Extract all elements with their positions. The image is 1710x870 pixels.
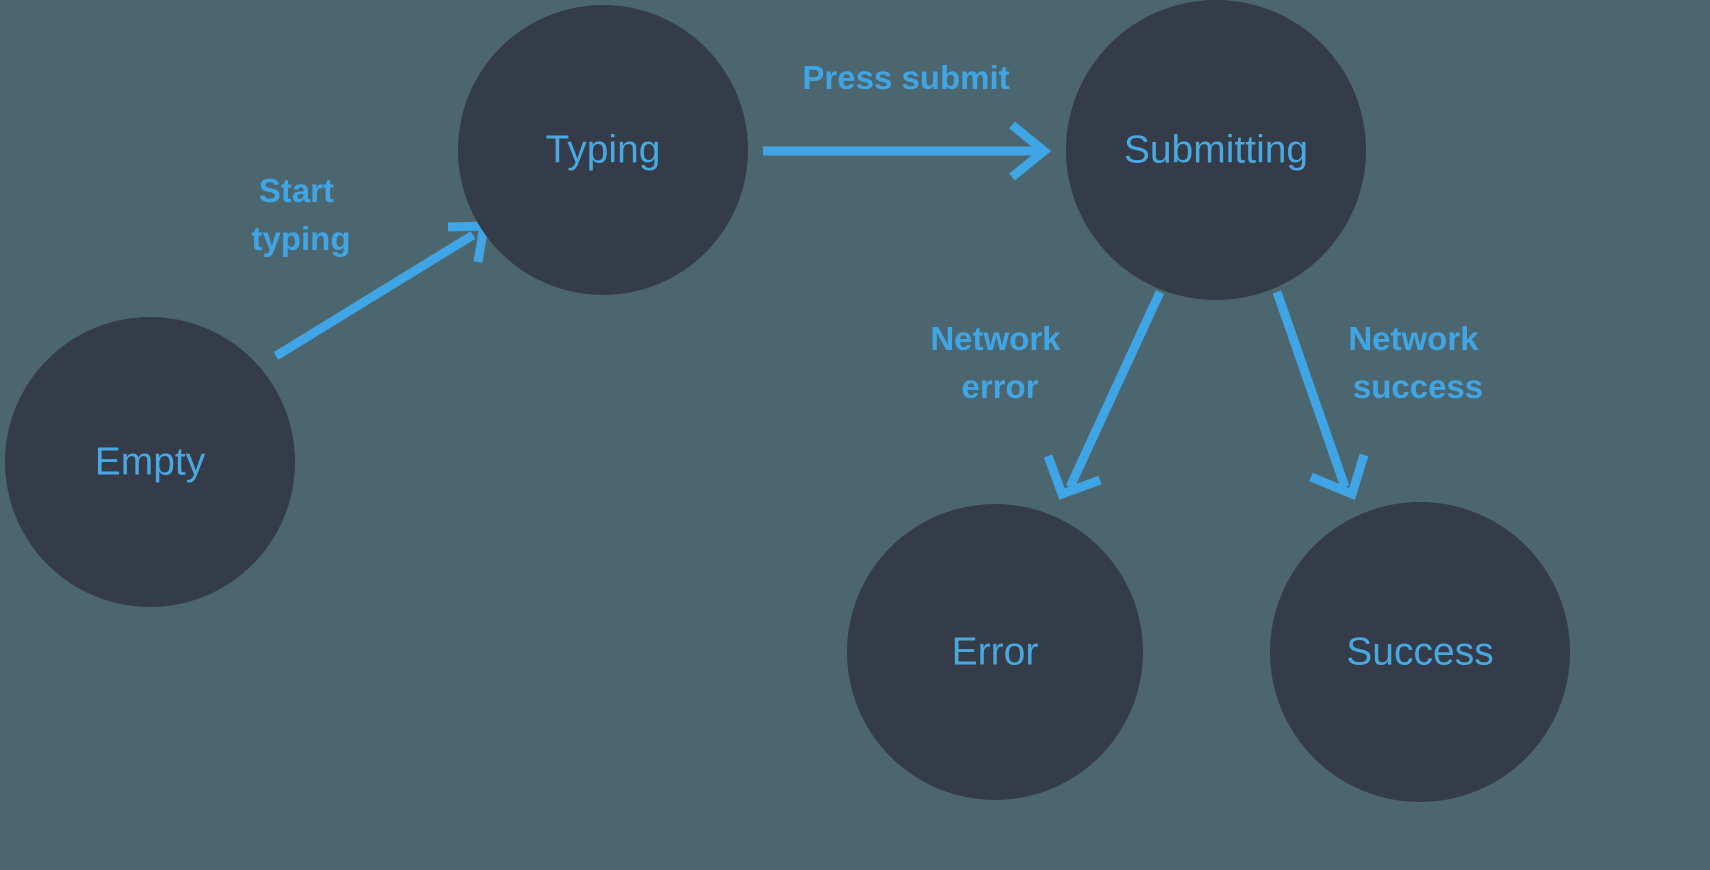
edge-start-typing[interactable]: Start typing [252, 172, 490, 360]
node-error-label: Error [952, 630, 1039, 673]
node-submitting-label: Submitting [1124, 128, 1308, 171]
edge-start-typing-line [273, 231, 476, 360]
edge-start-typing-label: Start typing [252, 172, 351, 257]
edge-network-success[interactable]: Network success [1272, 290, 1488, 501]
edge-network-error[interactable]: Network error [930, 290, 1165, 500]
edge-label-line: Start [259, 172, 334, 209]
edge-network-success-label: Network success [1348, 320, 1487, 405]
edge-label-line: Press submit [802, 59, 1009, 96]
edge-press-submit-arrowhead [1009, 121, 1052, 181]
node-error-circle [847, 504, 1143, 800]
edge-label-line: Network [1348, 320, 1479, 357]
node-success[interactable]: Success [1270, 502, 1570, 802]
edge-press-submit-label: Press submit [802, 59, 1009, 96]
node-empty-circle [5, 317, 295, 607]
edge-network-success-line [1272, 290, 1350, 489]
edge-label-line: error [961, 368, 1038, 405]
node-typing[interactable]: Typing [458, 5, 748, 295]
edge-network-success-arrowhead [1309, 453, 1369, 501]
node-typing-label: Typing [546, 128, 661, 171]
edge-label-line: Network [930, 320, 1061, 357]
node-submitting-circle [1066, 0, 1366, 300]
edge-press-submit[interactable]: Press submit [763, 59, 1052, 181]
edge-network-error-label: Network error [930, 320, 1069, 405]
node-empty[interactable]: Empty [5, 317, 295, 607]
node-empty-label: Empty [95, 440, 206, 483]
node-success-label: Success [1346, 630, 1493, 673]
node-error[interactable]: Error [847, 504, 1143, 800]
edge-label-line: typing [252, 220, 351, 257]
edge-label-line: success [1353, 368, 1483, 405]
node-submitting[interactable]: Submitting [1066, 0, 1366, 300]
node-success-circle [1270, 502, 1570, 802]
edge-network-error-line [1065, 290, 1165, 489]
node-typing-circle [458, 5, 748, 295]
edge-network-error-arrowhead [1043, 454, 1102, 500]
